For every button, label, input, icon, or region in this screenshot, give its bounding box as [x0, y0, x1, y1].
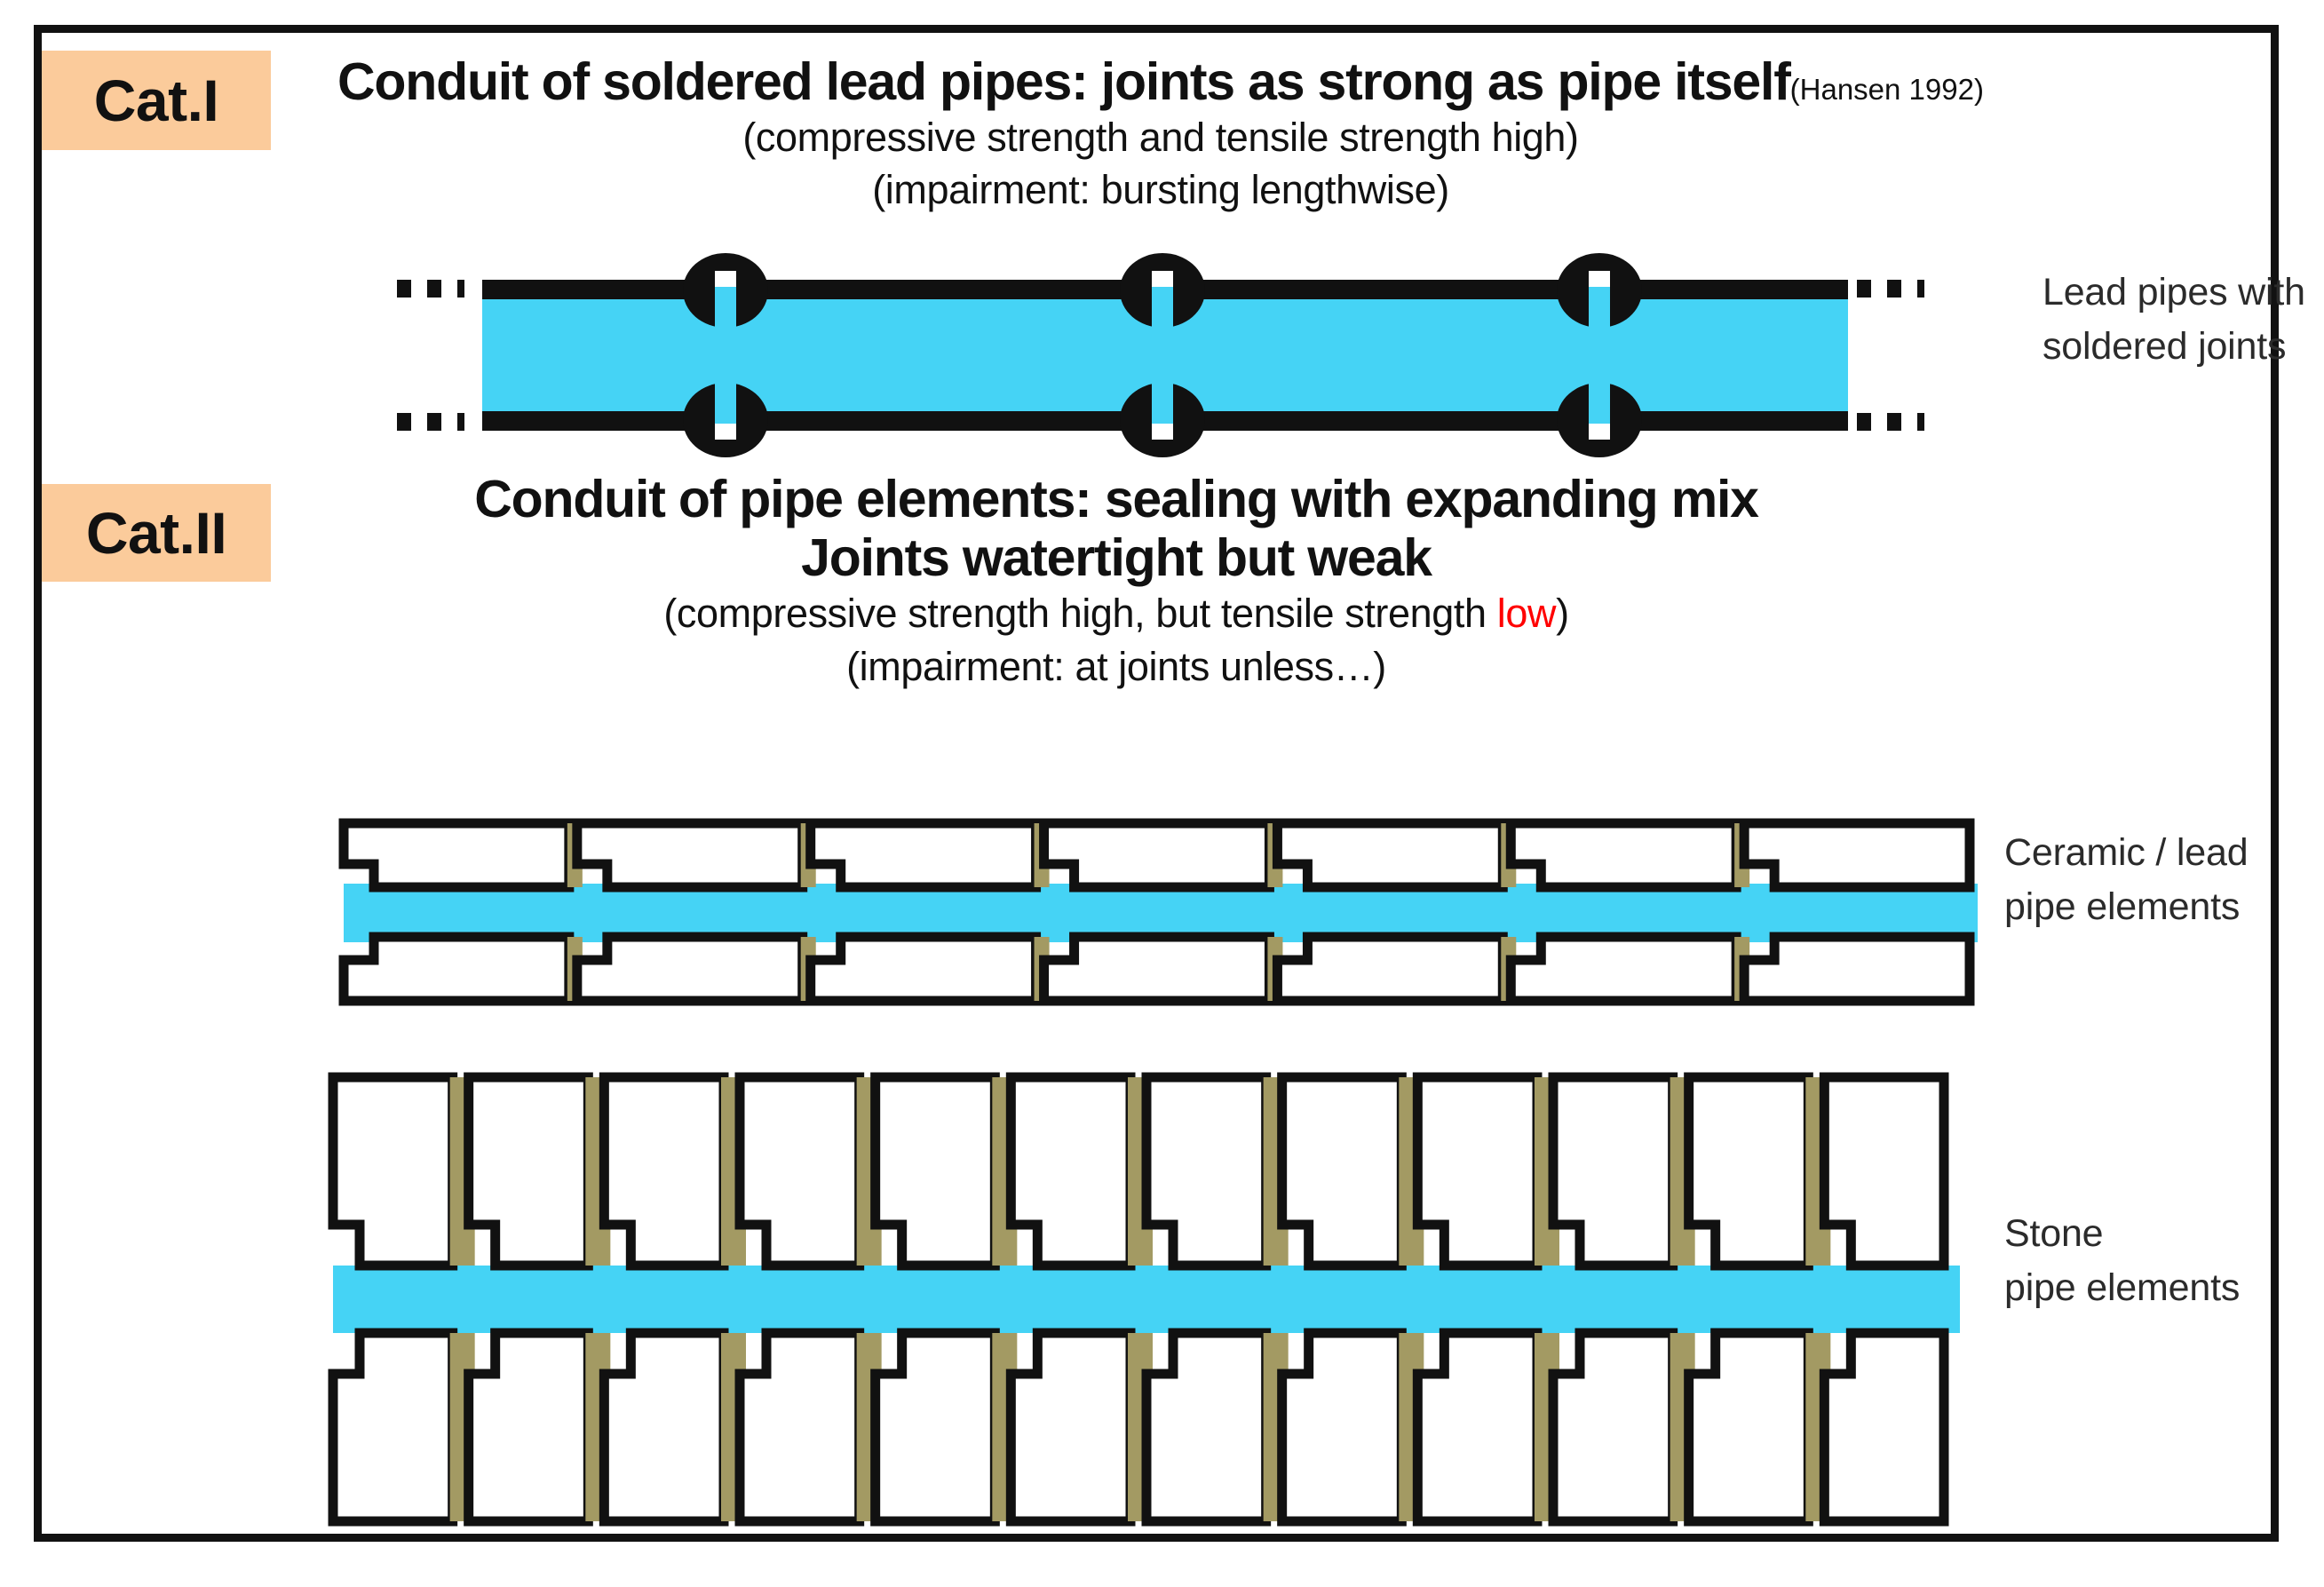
- pipe-dashed-continuation-right: [1857, 280, 1924, 431]
- stone-element-lower: [1005, 1328, 1136, 1527]
- lead-pipe-annotation: Lead pipes with soldered joints: [2042, 266, 2324, 374]
- soldered-joint-3: [1557, 253, 1642, 457]
- ceramic-element-upper: [1039, 818, 1274, 893]
- ceramic-element-upper: [1505, 818, 1741, 893]
- category-2-subline-1-post: ): [1556, 591, 1569, 637]
- category-2-subline-1: (compressive strength high, but tensile …: [202, 587, 2031, 639]
- stone-pipe-annotation: Stone pipe elements: [2004, 1207, 2324, 1315]
- stone-element-upper: [464, 1072, 593, 1271]
- ceramic-element-lower: [572, 932, 808, 1006]
- category-2-subline-2: (impairment: at joints unless…): [846, 643, 1386, 689]
- stone-element-upper: [1141, 1072, 1272, 1271]
- ceramic-pipe-annotation-line-2: pipe elements: [2004, 885, 2241, 929]
- soldered-joint-1: [683, 253, 768, 457]
- ceramic-element-upper: [805, 818, 1042, 893]
- ceramic-element-group: [338, 818, 1975, 1006]
- category-2-subline-1-pre: (compressive strength high, but tensile …: [663, 591, 1497, 637]
- ceramic-pipe-annotation: Ceramic / lead pipe elements: [2004, 826, 2324, 934]
- ceramic-pipe-diagram: [338, 814, 1978, 1010]
- stone-element-upper: [1684, 1072, 1813, 1271]
- category-2-title-line-1: Conduit of pipe elements: sealing with e…: [474, 470, 1759, 528]
- category-badge-1: Cat.I: [42, 51, 271, 150]
- stone-water-fill: [333, 1266, 1960, 1333]
- ceramic-element-lower: [1272, 932, 1508, 1006]
- ceramic-element-lower: [1039, 932, 1274, 1006]
- stone-element-lower: [599, 1328, 729, 1527]
- stone-pipe-diagram: [326, 1072, 1978, 1527]
- category-1-subline-1: (compressive strength and tensile streng…: [742, 115, 1579, 161]
- category-badge-2: Cat.II: [42, 484, 271, 582]
- stone-element-group: [328, 1072, 1949, 1527]
- category-1-heading: Conduit of soldered lead pipes: joints a…: [202, 52, 2120, 217]
- category-2-subline-1-accent: low: [1496, 591, 1557, 637]
- stone-element-upper: [1412, 1072, 1543, 1271]
- soldered-joint-2: [1120, 253, 1205, 457]
- stone-element-lower: [1684, 1328, 1813, 1527]
- stone-pipe-annotation-line-2: pipe elements: [2004, 1266, 2241, 1310]
- category-2-title-line-2: Joints watertight but weak: [801, 528, 1432, 588]
- category-badge-1-label: Cat.I: [93, 67, 219, 133]
- lead-pipe-diagram: [397, 253, 1924, 457]
- stone-element-lower: [1548, 1328, 1678, 1527]
- lead-pipe-annotation-line-2: soldered joints: [2042, 325, 2287, 369]
- stone-element-upper: [599, 1072, 729, 1271]
- ceramic-pipe-annotation-line-1: Ceramic / lead: [2004, 831, 2249, 874]
- stone-element-upper: [1005, 1072, 1136, 1271]
- ceramic-element-upper: [572, 818, 808, 893]
- category-1-subline-2: (impairment: bursting lengthwise): [872, 167, 1449, 213]
- stone-element-upper: [734, 1072, 865, 1271]
- category-1-title-line: Conduit of soldered lead pipes: joints a…: [202, 52, 2120, 111]
- stone-element-upper: [1277, 1072, 1407, 1271]
- stone-element-upper: [870, 1072, 1000, 1271]
- stone-element-lower: [870, 1328, 1000, 1527]
- stone-pipe-annotation-line-1: Stone: [2004, 1212, 2104, 1255]
- stone-element-lower: [328, 1328, 458, 1527]
- stone-element-lower: [1819, 1328, 1949, 1527]
- ceramic-element-lower: [1739, 932, 1975, 1006]
- pipe-dashed-continuation-left: [397, 280, 464, 431]
- category-1-title: Conduit of soldered lead pipes: joints a…: [337, 52, 1791, 111]
- stone-element-lower: [1412, 1328, 1543, 1527]
- ceramic-element-lower: [1505, 932, 1741, 1006]
- stone-element-upper: [328, 1072, 458, 1271]
- ceramic-element-lower: [338, 932, 575, 1006]
- ceramic-element-lower: [805, 932, 1042, 1006]
- category-2-heading: Conduit of pipe elements: sealing with e…: [202, 470, 2031, 693]
- stone-element-lower: [1277, 1328, 1407, 1527]
- ceramic-element-upper: [1739, 818, 1975, 893]
- ceramic-element-upper: [1272, 818, 1508, 893]
- category-1-citation: (Hansen 1992): [1789, 73, 1984, 106]
- stone-element-lower: [734, 1328, 865, 1527]
- ceramic-element-upper: [338, 818, 575, 893]
- lead-pipe-annotation-line-1: Lead pipes with: [2042, 271, 2305, 313]
- stone-element-upper: [1819, 1072, 1949, 1271]
- figure-frame: Cat.I Conduit of soldered lead pipes: jo…: [34, 25, 2305, 1542]
- category-badge-2-label: Cat.II: [85, 500, 227, 566]
- stone-element-lower: [464, 1328, 593, 1527]
- stone-element-upper: [1548, 1072, 1678, 1271]
- stone-element-lower: [1141, 1328, 1272, 1527]
